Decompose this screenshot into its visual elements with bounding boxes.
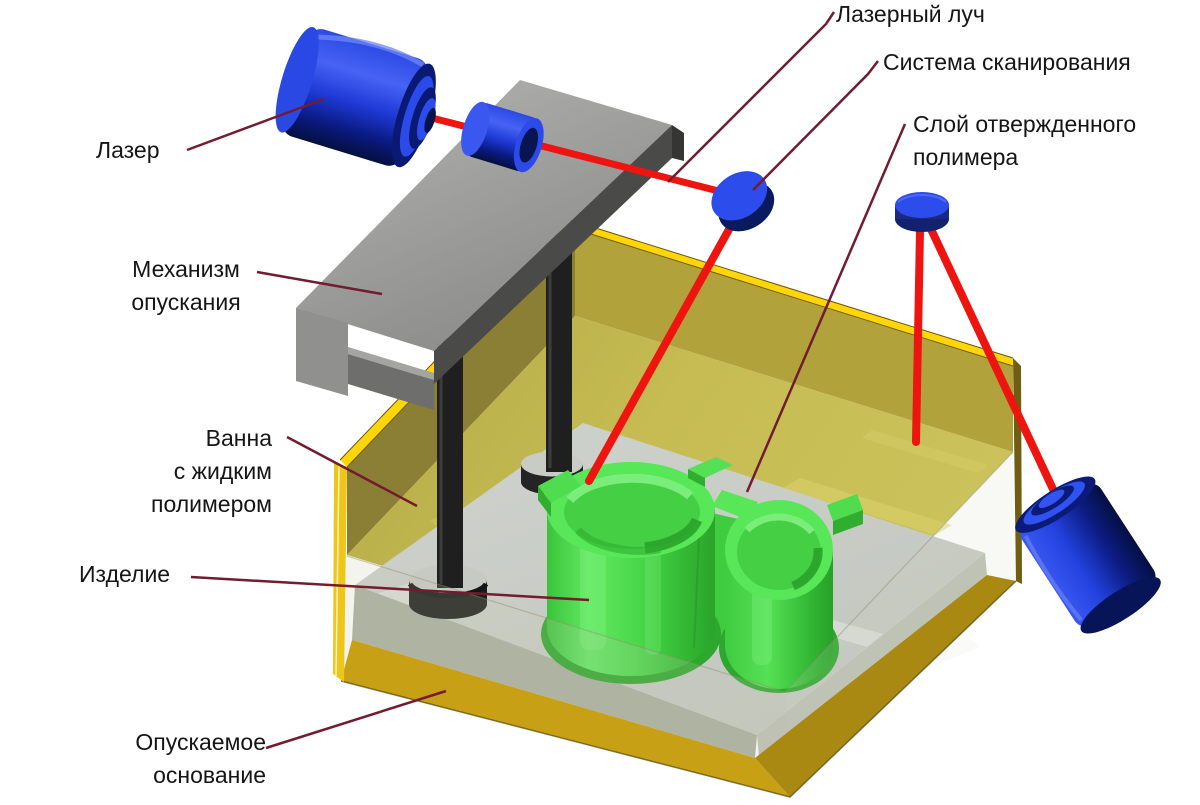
cured-product — [538, 457, 863, 693]
leader-laser-beam — [667, 11, 836, 183]
scanning-mirror-face — [711, 171, 768, 221]
product-tab-right — [827, 494, 863, 521]
label-vat: Ванна с жидким полимером — [150, 425, 272, 517]
product-interior-left — [564, 475, 700, 549]
lowering-mechanism — [296, 80, 684, 410]
secondary-laser-aperture — [1038, 489, 1065, 508]
secondary-mirror-face — [895, 192, 949, 218]
leader-base — [265, 689, 447, 750]
secondary-laser — [1015, 476, 1161, 634]
beam-mirror2-to-vat — [912, 227, 924, 446]
label-mechanism: Механизм опускания — [131, 256, 241, 315]
leader-scanning-system — [752, 60, 879, 191]
label-cured-layer: Слой отвержденного полимера — [913, 111, 1137, 170]
vat-back-right-wall — [575, 228, 1013, 452]
vat-gold-base — [333, 219, 1022, 798]
mechanism-plank-top — [296, 80, 672, 351]
leader-mechanism — [256, 270, 383, 296]
product-tab-top — [688, 457, 733, 478]
label-product: Изделие — [79, 561, 171, 587]
platform-front-left-face — [352, 585, 757, 758]
beam-laser2-to-mirror2 — [926, 223, 1063, 506]
leader-cured-layer — [745, 123, 907, 493]
product-tab-left — [538, 470, 581, 503]
leader-product — [190, 575, 590, 602]
leader-vat — [286, 435, 418, 508]
product-interior-right — [737, 514, 821, 590]
scanning-mirror — [711, 171, 775, 232]
mechanism-plank-front — [434, 125, 672, 384]
mechanism-bracket-foot — [348, 354, 434, 410]
leader-lines — [186, 11, 907, 750]
beam-mirror-to-product — [585, 202, 746, 485]
secondary-mirror — [895, 192, 949, 232]
label-base: Опускаемое основание — [135, 729, 266, 788]
support-rods — [407, 236, 583, 619]
label-scanning-system: Система сканирования — [883, 49, 1131, 75]
laser-aperture — [424, 107, 436, 133]
vat-rim-right — [570, 220, 1013, 366]
vat-front-right-face — [755, 575, 1016, 797]
label-laser-beam: Лазерный луч — [836, 1, 985, 27]
mechanism-bracket-leg — [296, 308, 348, 396]
lens-aperture — [519, 127, 539, 163]
laser-body — [282, 29, 428, 166]
leader-laser — [186, 97, 325, 152]
laser — [275, 26, 436, 168]
platform-front-right-face — [757, 553, 987, 758]
label-laser: Лазер — [96, 137, 160, 163]
collimating-lens — [461, 101, 544, 173]
vat-front-left-face — [341, 640, 790, 797]
